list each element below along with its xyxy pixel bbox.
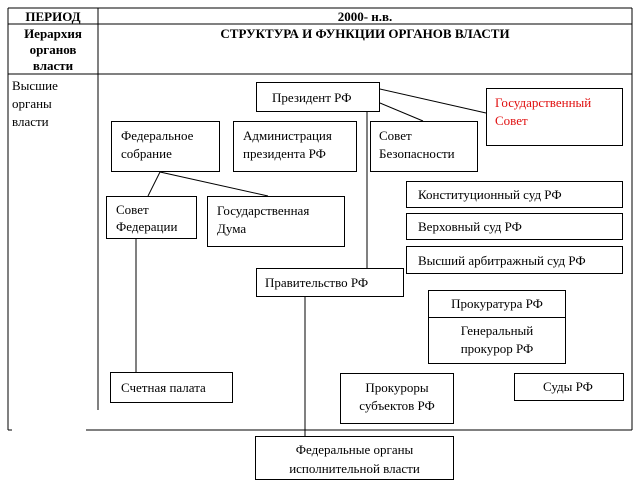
federal-assembly-line1: Федеральное	[121, 128, 194, 143]
prosecutor-general-label: Генеральный прокурор РФ	[429, 318, 565, 358]
federal-executive-line2: исполнительной власти	[289, 461, 420, 476]
constitutional-court-box: Конституционный суд РФ	[406, 181, 623, 208]
courts-box: Суды РФ	[514, 373, 624, 401]
state-council-box: Государственный Совет	[486, 88, 623, 146]
security-council-line1: Совет	[379, 128, 412, 143]
government-box: Правительство РФ	[256, 268, 404, 297]
row-label-line2: органы	[12, 96, 52, 111]
arbitration-court-box: Высший арбитражный суд РФ	[406, 246, 623, 274]
security-council-box: Совет Безопасности	[370, 121, 478, 172]
federation-council-line2: Федерации	[116, 219, 178, 234]
regional-prosecutors-box: Прокуроры субъектов РФ	[340, 373, 454, 424]
row-label-line1: Высшие	[12, 78, 58, 93]
state-council-line1: Государственный	[495, 95, 592, 110]
regional-prosecutors-line1: Прокуроры	[365, 380, 429, 395]
row-label-line3: власти	[12, 114, 49, 129]
accounts-chamber-box: Счетная палата	[110, 372, 233, 403]
arbitration-court-label: Высший арбитражный суд РФ	[418, 253, 586, 268]
federal-executive-box: Федеральные органы исполнительной власти	[255, 436, 454, 480]
courts-label: Суды РФ	[543, 379, 593, 394]
row-label-higher-bodies: Высшие органы власти	[12, 77, 58, 131]
government-label: Правительство РФ	[265, 275, 369, 290]
state-duma-line1: Государственная	[217, 203, 310, 218]
hierarchy-header: Иерархия органов власти	[8, 26, 98, 74]
federation-council-line1: Совет	[116, 202, 149, 217]
security-council-line2: Безопасности	[379, 146, 455, 161]
state-council-line2: Совет	[495, 113, 528, 128]
prosecutor-general-line1: Генеральный	[460, 323, 534, 338]
federal-assembly-line2: собрание	[121, 146, 172, 161]
supreme-court-box: Верховный суд РФ	[406, 213, 623, 240]
hierarchy-header-line3: власти	[32, 58, 74, 73]
federal-assembly-box: Федеральное собрание	[111, 121, 220, 172]
president-label: Президент РФ	[272, 90, 352, 105]
constitutional-court-label: Конституционный суд РФ	[418, 187, 562, 202]
prosecutor-office-label: Прокуратура РФ	[429, 291, 565, 318]
supreme-court-label: Верховный суд РФ	[418, 219, 522, 234]
period-value-header: 2000- н.в.	[337, 9, 393, 24]
administration-box: Администрация президента РФ	[233, 121, 357, 172]
prosecutor-office-box: Прокуратура РФ Генеральный прокурор РФ	[428, 290, 566, 364]
regional-prosecutors-line2: субъектов РФ	[359, 398, 435, 413]
state-duma-box: Государственная Дума	[207, 196, 345, 247]
accounts-chamber-label: Счетная палата	[121, 380, 206, 395]
hierarchy-header-line2: органов	[29, 42, 77, 57]
hierarchy-header-line1: Иерархия	[24, 26, 82, 41]
administration-line1: Администрация	[243, 128, 332, 143]
federation-council-box: Совет Федерации	[106, 196, 197, 239]
prosecutor-general-line2: прокурор РФ	[460, 341, 534, 356]
structure-header: СТРУКТУРА И ФУНКЦИИ ОРГАНОВ ВЛАСТИ	[220, 26, 510, 41]
period-header: ПЕРИОД	[25, 9, 81, 24]
president-box: Президент РФ	[256, 82, 380, 112]
state-duma-line2: Дума	[217, 221, 247, 236]
administration-line2: президента РФ	[243, 146, 326, 161]
federal-executive-line1: Федеральные органы	[295, 442, 414, 457]
